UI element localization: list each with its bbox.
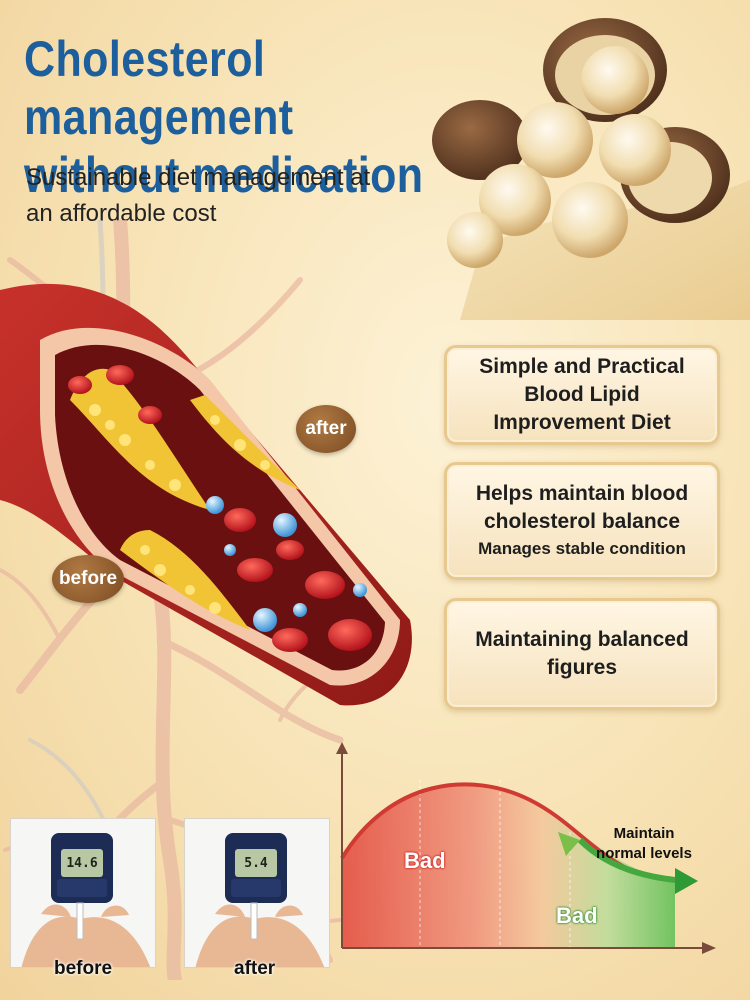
annotation-line-2: normal levels <box>596 845 692 862</box>
subtitle-line-1: Sustainable diet management at <box>26 164 371 191</box>
title-line-1: Cholesterol management <box>24 31 294 145</box>
page-title: Cholesterol management without medicatio… <box>24 30 506 204</box>
meter-caption-before: before <box>54 958 113 979</box>
hand-holding-meter-illustration <box>195 833 325 967</box>
trend-arrow-head <box>675 868 698 894</box>
small-arrow-head <box>558 832 580 856</box>
card-line: Improvement Diet <box>493 411 671 434</box>
macadamia-nuts-image <box>432 18 750 320</box>
feature-card-figures: Maintaining balanced figures <box>444 598 720 710</box>
trend-chart <box>336 742 716 954</box>
bad-label-green: Bad <box>556 903 598 928</box>
hand-holding-meter-illustration <box>21 833 151 967</box>
feature-card-diet: Simple and Practical Blood Lipid Improve… <box>444 345 720 445</box>
annotation-line-1: Maintain <box>613 825 675 842</box>
meter-photo-after: 5.4 <box>184 818 330 968</box>
feature-card-cholesterol: Helps maintain blood cholesterol balance… <box>444 462 720 580</box>
chart-annotation: Maintain normal levels <box>584 824 704 864</box>
meter-photo-before: 14.6 <box>10 818 156 968</box>
meter-reading: 14.6 <box>61 849 103 877</box>
trend-area <box>342 784 675 948</box>
card-line: Blood Lipid <box>524 383 640 406</box>
title-line-2: without medication <box>24 147 424 203</box>
artery-cross-section-illustration <box>0 283 412 706</box>
card-line: Maintaining balanced <box>475 628 689 651</box>
after-badge: after <box>296 405 356 453</box>
before-badge: before <box>52 555 124 603</box>
meter-caption-after: after <box>234 958 276 979</box>
card-line: cholesterol balance <box>483 510 681 533</box>
card-line: Helps maintain blood <box>475 482 689 505</box>
meter-reading: 5.4 <box>235 849 277 877</box>
card-line: Simple and Practical <box>479 355 685 378</box>
card-line: figures <box>546 656 617 679</box>
card-subline: Manages stable condition <box>478 539 686 558</box>
bad-label-red: Bad <box>404 848 446 873</box>
